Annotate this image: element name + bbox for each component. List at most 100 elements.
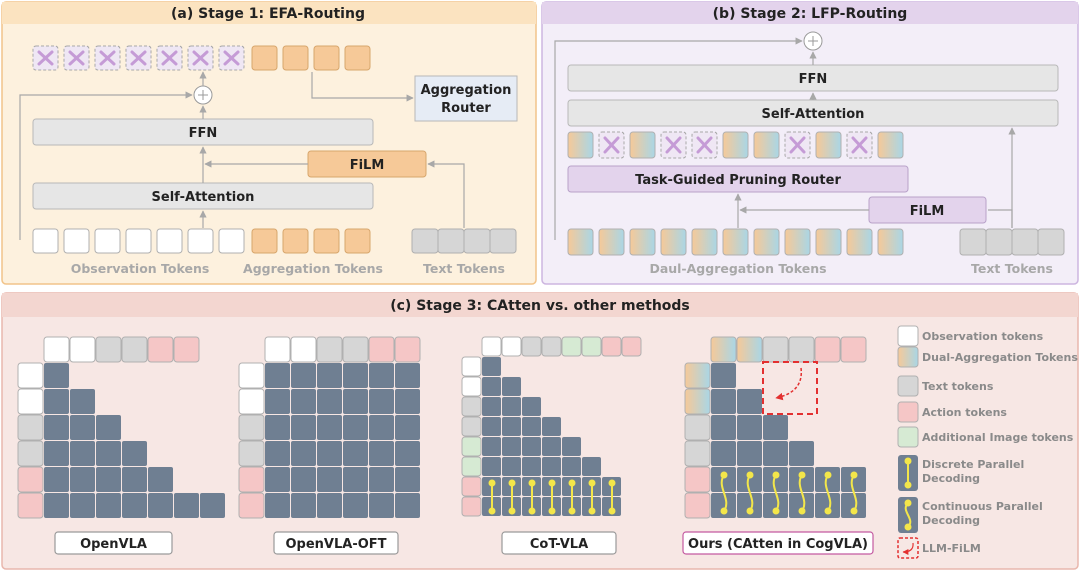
pruned-icon xyxy=(851,136,868,154)
attention-cell xyxy=(265,389,290,414)
row-token xyxy=(684,414,711,441)
observation-token xyxy=(218,228,245,254)
attention-cell xyxy=(737,493,762,518)
dual-aggregation-token xyxy=(877,228,904,256)
text-token xyxy=(437,228,465,254)
attention-cell xyxy=(122,467,147,492)
ffn-label-b: FFN xyxy=(799,72,828,87)
column-token xyxy=(762,336,789,363)
attention-cell xyxy=(395,389,420,414)
self-attention-label-b: Self-Attention xyxy=(762,107,865,122)
column-token xyxy=(173,336,200,363)
row-token xyxy=(17,414,44,441)
attention-cell xyxy=(44,363,69,388)
attention-cell xyxy=(265,493,290,518)
attention-cell xyxy=(291,493,316,518)
row-token xyxy=(17,492,44,519)
attention-cell xyxy=(502,437,521,456)
legend-label: Action tokens xyxy=(922,406,1007,419)
column-token xyxy=(561,336,582,357)
legend-swatch xyxy=(897,426,919,448)
discrete-decoding-dot xyxy=(488,479,496,487)
row-token xyxy=(17,440,44,467)
attention-matrices xyxy=(17,336,867,519)
column-token xyxy=(541,336,562,357)
observation-token xyxy=(156,228,183,254)
column-token xyxy=(121,336,148,363)
panel-b: (b) Stage 2: LFP-Routing FFN Self-Attent… xyxy=(541,1,1079,285)
attention-cell xyxy=(369,415,394,440)
legend-label-line: Decoding xyxy=(922,472,980,485)
attention-cell xyxy=(482,417,501,436)
label-dual-aggregation-tokens: Daul-Aggregation Tokens xyxy=(649,261,826,276)
pruned-tokens xyxy=(32,45,245,71)
attention-cell xyxy=(502,457,521,476)
attention-cell xyxy=(317,467,342,492)
row-token xyxy=(461,496,482,517)
attention-cell xyxy=(522,397,541,416)
continuous-decoding-dot xyxy=(720,471,728,479)
row-token xyxy=(17,362,44,389)
attention-cell xyxy=(265,363,290,388)
attention-cell xyxy=(369,363,394,388)
ffn-label: FFN xyxy=(189,126,218,141)
legend-item-image: Additional Image tokens xyxy=(897,426,1074,448)
attention-cell xyxy=(369,389,394,414)
llm-film-region xyxy=(762,361,818,415)
row-token xyxy=(461,476,482,497)
pruned-icon xyxy=(99,50,116,66)
attention-cell xyxy=(763,493,788,518)
legend-item-observation: Observation tokens xyxy=(897,325,1044,347)
column-token xyxy=(368,336,395,363)
column-token xyxy=(840,336,867,363)
attention-cell xyxy=(502,397,521,416)
attention-cell xyxy=(291,467,316,492)
aggregation-router-label-1: Aggregation xyxy=(421,83,512,98)
attention-cell xyxy=(502,417,521,436)
attention-cell xyxy=(482,377,501,396)
panel-a-title-bar xyxy=(2,2,536,24)
column-token xyxy=(264,336,291,363)
aggregation-token xyxy=(344,228,371,254)
aggregation-router-box xyxy=(414,75,518,122)
column-token xyxy=(736,336,763,363)
self-attention-label: Self-Attention xyxy=(152,190,255,205)
attention-cell xyxy=(343,415,368,440)
row-token xyxy=(238,466,265,493)
column-token xyxy=(601,336,622,357)
text-token xyxy=(959,228,987,256)
discrete-decoding-dot xyxy=(588,479,596,487)
dual-aggregation-token xyxy=(753,131,780,159)
attention-cell xyxy=(789,493,814,518)
aggregation-token xyxy=(251,45,278,71)
attention-cell xyxy=(122,493,147,518)
legend-swatch xyxy=(897,325,919,347)
discrete-decoding-dot xyxy=(548,507,556,515)
label-text-tokens-b: Text Tokens xyxy=(971,261,1053,276)
row-token xyxy=(684,362,711,389)
attention-cell xyxy=(70,441,95,466)
attention-cell xyxy=(70,389,95,414)
dual-aggregation-token xyxy=(598,228,625,256)
attention-cell xyxy=(174,493,199,518)
pruned-icon xyxy=(192,50,209,66)
row-token xyxy=(461,376,482,397)
attention-cell xyxy=(369,441,394,466)
dual-aggregation-token xyxy=(722,131,749,159)
pruned-icon xyxy=(130,50,147,66)
attention-cell xyxy=(291,441,316,466)
dual-aggregation-token xyxy=(753,228,780,256)
aggregation-tokens-output xyxy=(251,45,371,71)
attention-cell xyxy=(122,441,147,466)
method-label: CoT-VLA xyxy=(530,537,588,552)
continuous-decoding-dot xyxy=(850,471,858,479)
column-token xyxy=(290,336,317,363)
attention-cell xyxy=(542,457,561,476)
discrete-decoding-dot xyxy=(588,507,596,515)
row-token xyxy=(17,388,44,415)
attention-cell xyxy=(582,457,601,476)
legend-label-line: Discrete Parallel xyxy=(922,458,1024,471)
